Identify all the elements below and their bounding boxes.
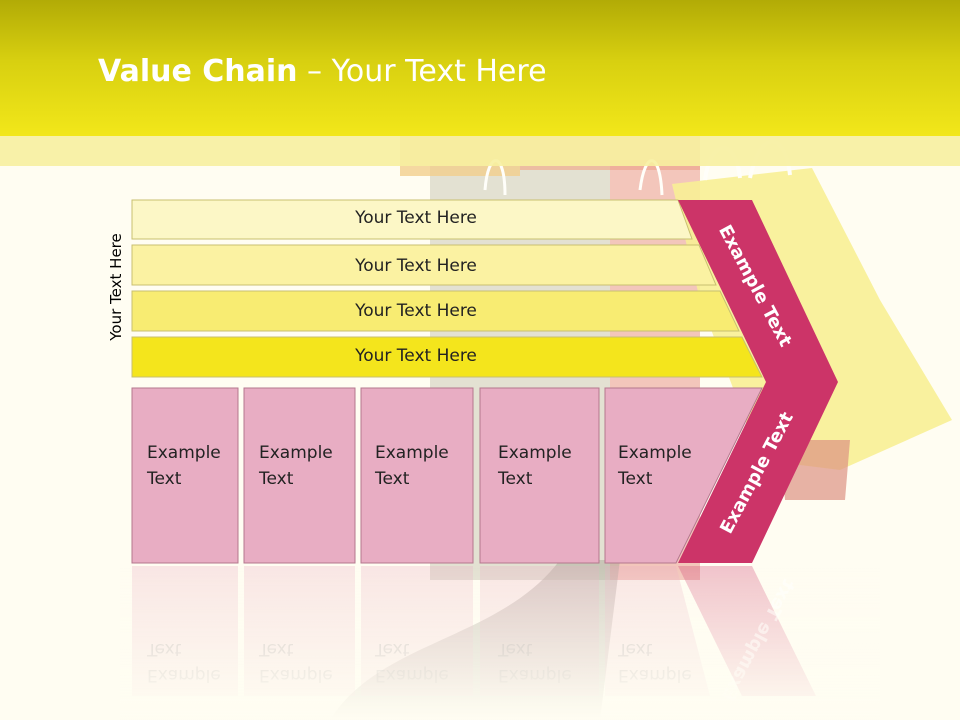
- primary-box-5: [604, 387, 763, 564]
- primary-box-4: [479, 387, 600, 564]
- reflection-fade: [120, 566, 880, 720]
- support-row-1: [131, 199, 693, 240]
- primary-box-1: [131, 387, 239, 564]
- support-row-3-label: Your Text Here: [355, 301, 477, 321]
- page-title: Value Chain – Your Text Here: [98, 54, 547, 89]
- margin-chevron: [678, 200, 838, 563]
- title-rest: – Your Text Here: [297, 54, 547, 89]
- support-row-2-label: Your Text Here: [355, 256, 477, 276]
- header-band: [0, 136, 960, 166]
- title-bold: Value Chain: [98, 54, 298, 89]
- support-row-2: [131, 244, 717, 286]
- header-bar: [0, 0, 960, 136]
- support-row-1-label: Your Text Here: [355, 208, 477, 228]
- support-row-4: [131, 336, 763, 378]
- primary-box-2: [243, 387, 356, 564]
- support-row-4-label: Your Text Here: [355, 346, 477, 366]
- support-row-3: [131, 290, 740, 332]
- primary-box-3: [360, 387, 474, 564]
